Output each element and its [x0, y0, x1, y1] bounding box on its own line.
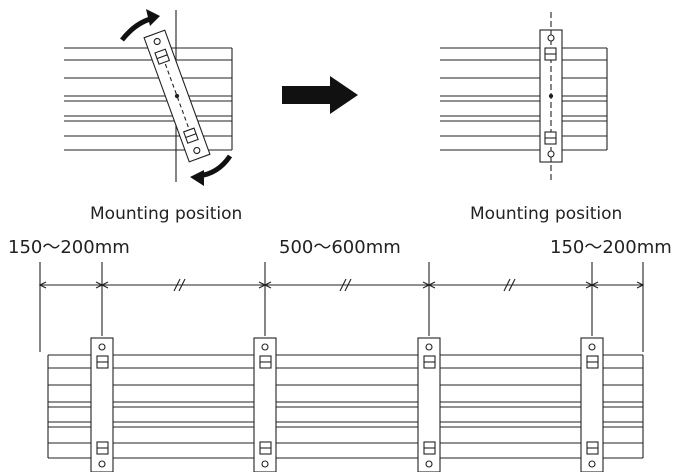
caption-left: Mounting position [90, 204, 243, 224]
bracket-mounted [539, 12, 563, 182]
bracket-3 [417, 337, 441, 472]
dimension-middle: 500～600mm [279, 237, 401, 258]
rotate-arrow-icon [120, 9, 233, 186]
bracket-2 [253, 337, 277, 472]
dimension-end-left: 150～200mm [8, 237, 130, 258]
bracket-rotated [143, 29, 211, 163]
dimension-end-right: 150～200mm [550, 237, 672, 258]
bracket-1 [90, 337, 114, 472]
caption-right: Mounting position [470, 204, 623, 224]
rail-long [47, 354, 644, 459]
rail-segment-right [440, 47, 608, 151]
right-arrow-icon [282, 76, 358, 114]
rail-segment-left [64, 47, 233, 151]
dimension-line [38, 278, 645, 292]
dimension-extension-lines [39, 262, 644, 352]
bracket-4 [580, 337, 604, 472]
